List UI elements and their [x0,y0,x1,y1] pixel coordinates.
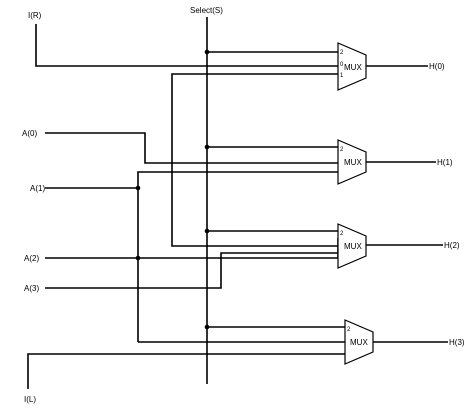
input-label-a3: A(3) [24,284,39,293]
junction-sel-2 [204,228,210,234]
mux-1: MUX 2 H(1) [337,139,453,185]
wire-ir [35,24,341,67]
output-label-h0: H(0) [429,62,445,71]
wire-a1-bus [137,171,338,342]
mux-2-pin-2: 2 [340,231,344,237]
mux-1-pin-2: 2 [340,147,344,153]
wire-a3 [45,252,338,289]
junction-sel-0 [204,49,210,55]
mux-3-body [344,319,374,365]
mux-2-label: MUX [344,242,362,251]
mux-0-pin-1: 1 [340,73,344,79]
mux-2-body [337,223,367,269]
mux-0: MUX 2 0 1 H(0) [337,42,445,91]
junction-a2 [135,255,141,261]
mux-0-pin-2: 2 [340,50,344,56]
junction-a1 [135,185,141,191]
mux-2: MUX 2 H(2) [337,223,460,269]
input-label-a2: A(2) [24,254,39,263]
input-label-a0: A(0) [22,129,37,138]
wire-a0 [45,132,338,164]
output-label-h2: H(2) [444,241,460,250]
input-label-a1: A(1) [30,184,45,193]
select-label: Select(S) [190,6,223,15]
wire-feedback [171,73,338,247]
input-label-il: I(L) [24,395,36,404]
output-label-h3: H(3) [449,338,465,347]
mux-3-label: MUX [350,338,368,347]
mux-1-body [337,139,367,185]
mux-3: MUX 2 H(3) [344,319,465,365]
junction-sel-3 [204,324,210,330]
output-label-h1: H(1) [437,158,453,167]
wire-il [27,353,345,389]
input-label-ir: I(R) [28,11,42,20]
mux-1-label: MUX [344,158,362,167]
mux-3-pin-2: 2 [347,327,351,333]
mux-0-pin-0: 0 [340,62,344,68]
junction-sel-1 [204,144,210,150]
mux-0-label: MUX [344,63,362,72]
mux-0-body [337,42,367,91]
